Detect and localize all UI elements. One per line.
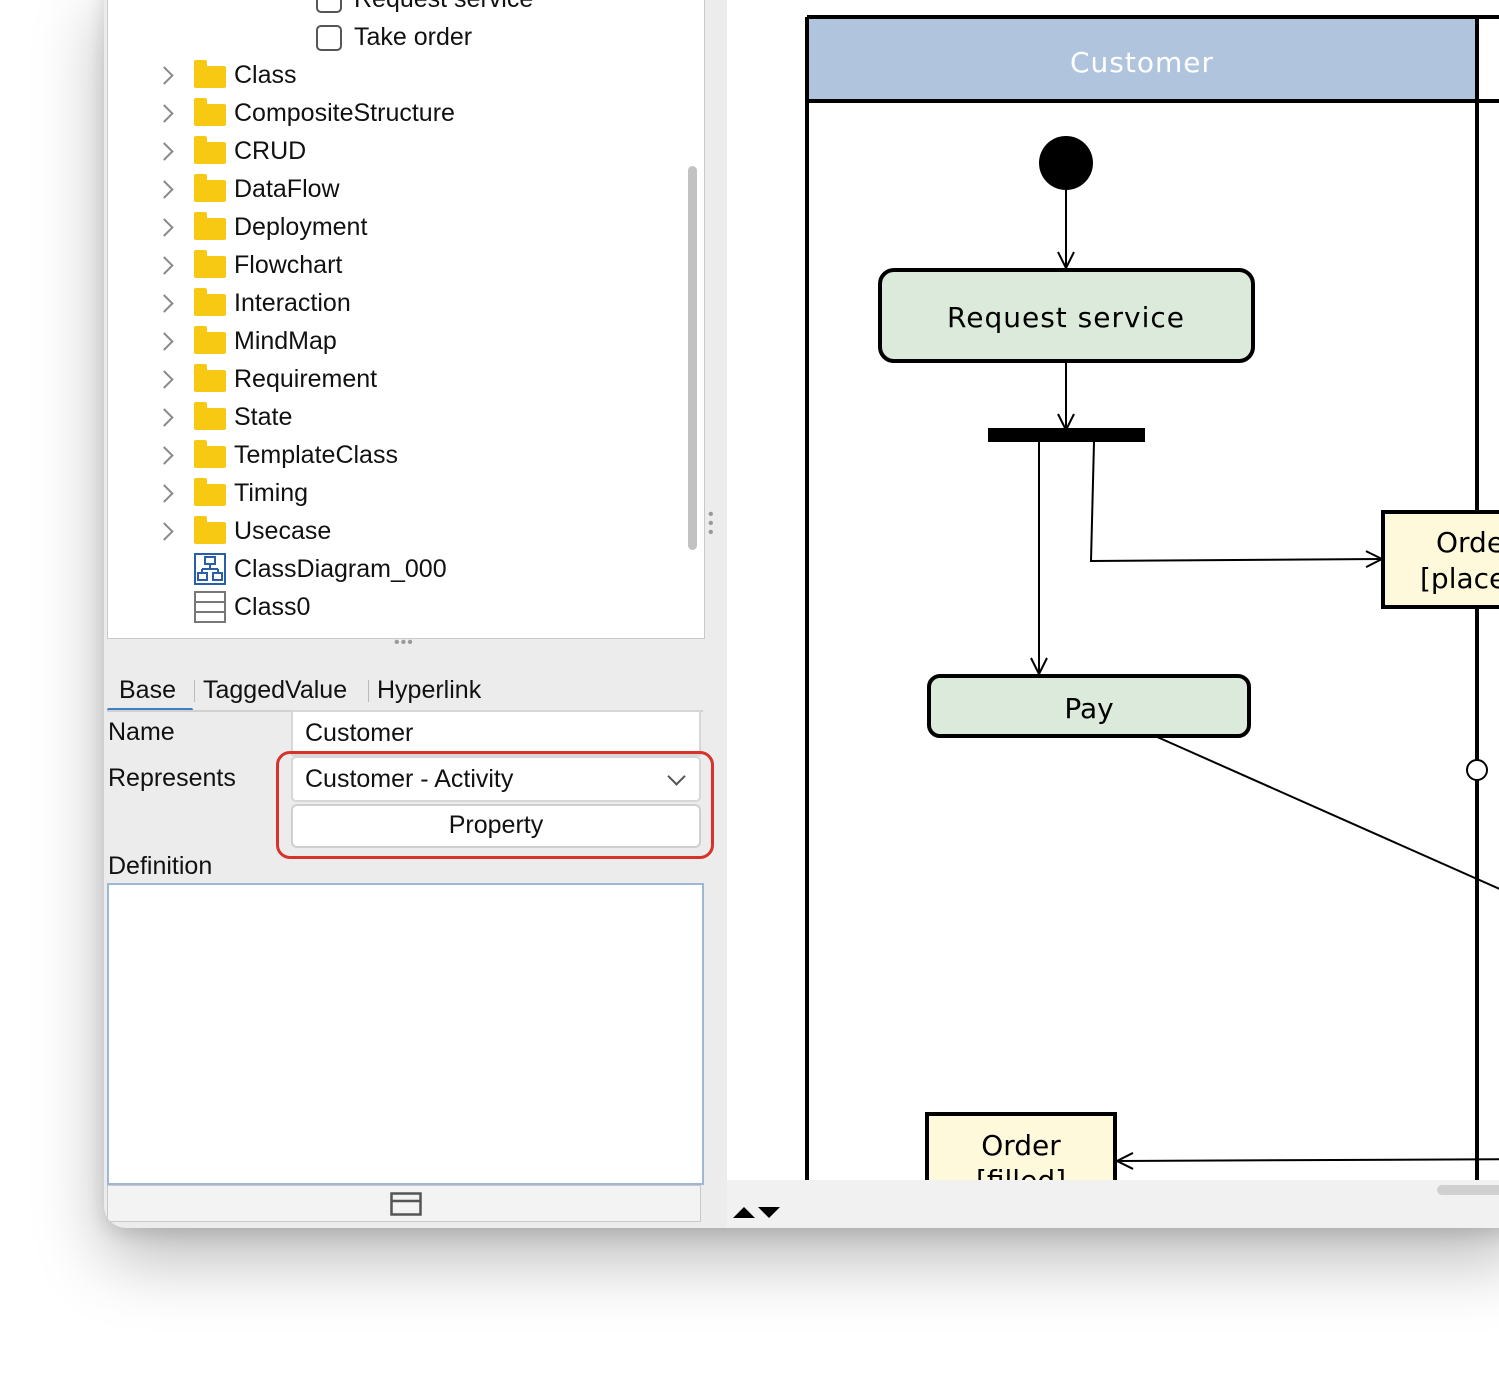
property-button[interactable]: Property: [291, 804, 701, 848]
tab-taggedvalue[interactable]: TaggedValue: [203, 676, 348, 704]
folder-icon: [194, 402, 226, 430]
highlight-annotation: [276, 751, 714, 859]
canvas-horizontal-scrollbar[interactable]: [1437, 1185, 1499, 1195]
name-label: Name: [108, 718, 175, 746]
definition-textarea[interactable]: [107, 883, 704, 1185]
chevron-right-icon[interactable]: [155, 522, 174, 541]
checkbox-icon[interactable]: [316, 25, 342, 51]
swimlane-title: Customer: [1070, 46, 1214, 79]
chevron-right-icon[interactable]: [155, 484, 174, 503]
folder-icon: [194, 288, 226, 316]
tree-item-label: Timing: [234, 479, 309, 507]
horizontal-splitter-handle[interactable]: •••: [394, 634, 414, 651]
tree-item-label: Requirement: [234, 365, 378, 393]
action-label: Request service: [947, 301, 1185, 334]
action-request-service[interactable]: Request service: [878, 268, 1255, 363]
chevron-right-icon[interactable]: [155, 180, 174, 199]
properties-toolbar: [107, 1185, 701, 1222]
tree-item-label: State: [234, 403, 293, 431]
fork-bar[interactable]: [988, 428, 1145, 442]
name-field[interactable]: Customer: [291, 710, 701, 756]
folder-icon: [194, 60, 226, 88]
object-state: [filled]: [976, 1164, 1066, 1180]
folder-icon: [194, 440, 226, 468]
tree-scrollbar[interactable]: [688, 166, 697, 550]
represents-label: Represents: [108, 764, 236, 792]
chevron-right-icon[interactable]: [155, 256, 174, 275]
collapse-toggle-icon[interactable]: [731, 1204, 783, 1220]
chevron-right-icon[interactable]: [155, 408, 174, 427]
checkbox-icon[interactable]: [316, 0, 342, 13]
app-window: Request service Take order Class Composi…: [104, 0, 1499, 1228]
tree-item-label: CRUD: [234, 137, 307, 165]
tree-item-label: Take order: [354, 23, 473, 51]
tree-item-label: MindMap: [234, 327, 337, 355]
chevron-right-icon[interactable]: [155, 332, 174, 351]
folder-icon: [194, 212, 226, 240]
folder-icon: [194, 136, 226, 164]
tree-item-label: ClassDiagram_000: [234, 555, 447, 583]
folder-icon: [194, 250, 226, 278]
chevron-right-icon[interactable]: [155, 142, 174, 161]
name-value: Customer: [305, 719, 414, 747]
flow-edge[interactable]: [1117, 1159, 1499, 1161]
object-state: [place: [1420, 562, 1499, 595]
folder-icon: [194, 98, 226, 126]
panel-toggle-icon[interactable]: [390, 1192, 422, 1216]
tree-item-label: Request service: [354, 0, 533, 18]
swimlane-body: [807, 17, 1477, 1180]
tab-separator: [194, 680, 195, 702]
tree-item-label: Interaction: [234, 289, 351, 317]
folder-icon: [194, 326, 226, 354]
tree-item-label: TemplateClass: [234, 441, 398, 469]
class-icon: [194, 591, 226, 623]
tree-item-label: DataFlow: [234, 175, 340, 203]
class-diagram-icon: [194, 553, 226, 585]
represents-value: Customer - Activity: [305, 765, 514, 793]
chevron-right-icon[interactable]: [155, 294, 174, 313]
tab-base[interactable]: Base: [119, 676, 176, 704]
chevron-right-icon[interactable]: [155, 370, 174, 389]
chevron-right-icon[interactable]: [155, 104, 174, 123]
folder-icon: [194, 516, 226, 544]
folder-icon: [194, 174, 226, 202]
tree-item-label: Deployment: [234, 213, 368, 241]
chevron-right-icon[interactable]: [155, 218, 174, 237]
object-name: Orde: [1436, 526, 1499, 559]
chevron-right-icon[interactable]: [155, 446, 174, 465]
vertical-splitter-handle[interactable]: •••: [708, 506, 715, 541]
object-name: Order: [981, 1129, 1061, 1162]
tree-item-label: CompositeStructure: [234, 99, 455, 127]
tree-item-label: Usecase: [234, 517, 332, 545]
tree-item-label: Class0: [234, 593, 311, 621]
flow-edge[interactable]: [1154, 735, 1499, 910]
tab-separator: [368, 680, 369, 702]
canvas-statusbar: [727, 1180, 1499, 1228]
folder-icon: [194, 364, 226, 392]
folder-icon: [194, 478, 226, 506]
object-order-placed[interactable]: Orde [place: [1381, 510, 1499, 609]
diagram-canvas[interactable]: Customer Request service Pay: [727, 0, 1499, 1180]
activity-diagram: Customer Request service Pay: [805, 15, 1499, 1180]
represents-dropdown[interactable]: Customer - Activity: [291, 756, 701, 802]
action-pay[interactable]: Pay: [927, 674, 1251, 738]
tab-hyperlink[interactable]: Hyperlink: [377, 676, 482, 704]
tree-item-label: Flowchart: [234, 251, 343, 279]
model-tree[interactable]: Request service Take order Class Composi…: [107, 0, 705, 639]
chevron-right-icon[interactable]: [155, 66, 174, 85]
object-order-filled[interactable]: Order [filled]: [925, 1112, 1117, 1180]
flow-edge[interactable]: [1089, 441, 1382, 561]
action-label: Pay: [1064, 692, 1113, 725]
pin-node[interactable]: [1466, 759, 1488, 781]
swimlane-header: [807, 17, 1477, 101]
initial-node[interactable]: [1039, 136, 1093, 190]
definition-label: Definition: [108, 852, 213, 880]
tree-item-label: Class: [234, 61, 297, 89]
